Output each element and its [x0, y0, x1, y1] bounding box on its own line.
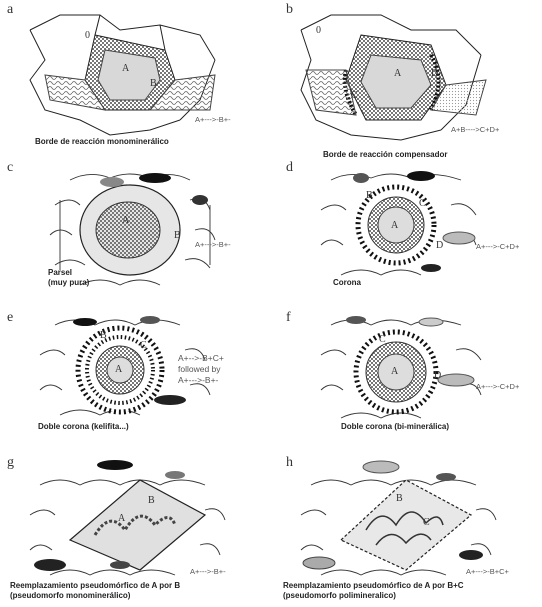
- panel-caption: Corona: [333, 278, 361, 288]
- label-a: A: [122, 215, 129, 226]
- label-d: D: [431, 68, 438, 79]
- reaction-equation: A+--->-B+-: [195, 240, 231, 249]
- panel-h: h B C A+--->-B+C+ Reemplazamiento pseudo…: [271, 455, 542, 607]
- label-b: B: [148, 495, 155, 506]
- label-a: A: [391, 220, 398, 231]
- label-a: A: [115, 364, 122, 375]
- reaction-equation: A+B---->C+D+: [451, 125, 499, 134]
- label-c: C: [379, 334, 386, 345]
- panel-caption: Doble corona (kelifita...): [38, 422, 129, 432]
- panel-caption: Reemplazamiento pseudomórfico de A por B…: [10, 581, 180, 601]
- label-b: B: [366, 190, 373, 201]
- label-0: 0: [85, 30, 90, 41]
- panel-caption: Borde de reacción monominerálico: [35, 137, 169, 147]
- panel-g: g A B A+--->-B+- Reemplazamiento pseudom…: [0, 455, 271, 607]
- panel-f: f A C D A+--->-C+D+ Doble corona (bi-min…: [271, 310, 542, 440]
- panel-b-diagram: [271, 0, 542, 150]
- label-b: B: [396, 493, 403, 504]
- label-c: C: [351, 90, 358, 101]
- label-c: C: [423, 517, 430, 528]
- label-b: B: [174, 230, 181, 241]
- panel-f-diagram: [271, 310, 542, 440]
- panel-a: a 0 A B A+--->-B+-: [0, 0, 271, 150]
- label-a: A: [122, 63, 129, 74]
- reaction-equation: A+--->-C+D+: [476, 382, 519, 391]
- panel-caption: Parsel (muy pura): [48, 268, 89, 288]
- panel-a-diagram: [0, 0, 271, 150]
- label-a: A: [118, 513, 125, 524]
- label-c: C: [140, 340, 147, 351]
- label-d: D: [436, 240, 443, 251]
- panel-e-diagram: [0, 310, 271, 440]
- panel-caption: Doble corona (bi-minerálica): [341, 422, 449, 432]
- panel-caption: Reemplazamiento pseudomórfico de A por B…: [283, 581, 464, 601]
- panel-caption: Borde de reacción compensador: [323, 150, 447, 160]
- label-a: A: [391, 366, 398, 377]
- label-a: A: [394, 68, 401, 79]
- label-0: 0: [316, 25, 321, 36]
- reaction-equation: A+--->-C+D+: [476, 242, 519, 251]
- panel-c-diagram: [0, 160, 271, 300]
- label-b: B: [150, 78, 157, 89]
- reaction-equation: A+-->-B+C+ followed by A+--->-B+-: [178, 353, 224, 386]
- panel-d-diagram: [271, 160, 542, 300]
- panel-c: c A B A+--->-B+- Parsel (muy pura): [0, 160, 271, 300]
- label-d: D: [434, 370, 441, 381]
- label-c: C: [419, 198, 426, 209]
- panel-e: e A B C A+-->-B+C+ followed by A+--->-B+…: [0, 310, 271, 440]
- reaction-equation: A+--->-B+-: [190, 567, 226, 576]
- panel-b: b 0 A C D A+B---->C+D+ Borde de reacción…: [271, 0, 542, 150]
- reaction-equation: A+--->-B+C+: [466, 567, 509, 576]
- panel-d: d A B C D A+--->-C+D+ Corona: [271, 160, 542, 300]
- reaction-equation: A+--->-B+-: [195, 115, 231, 124]
- label-b: B: [100, 330, 107, 341]
